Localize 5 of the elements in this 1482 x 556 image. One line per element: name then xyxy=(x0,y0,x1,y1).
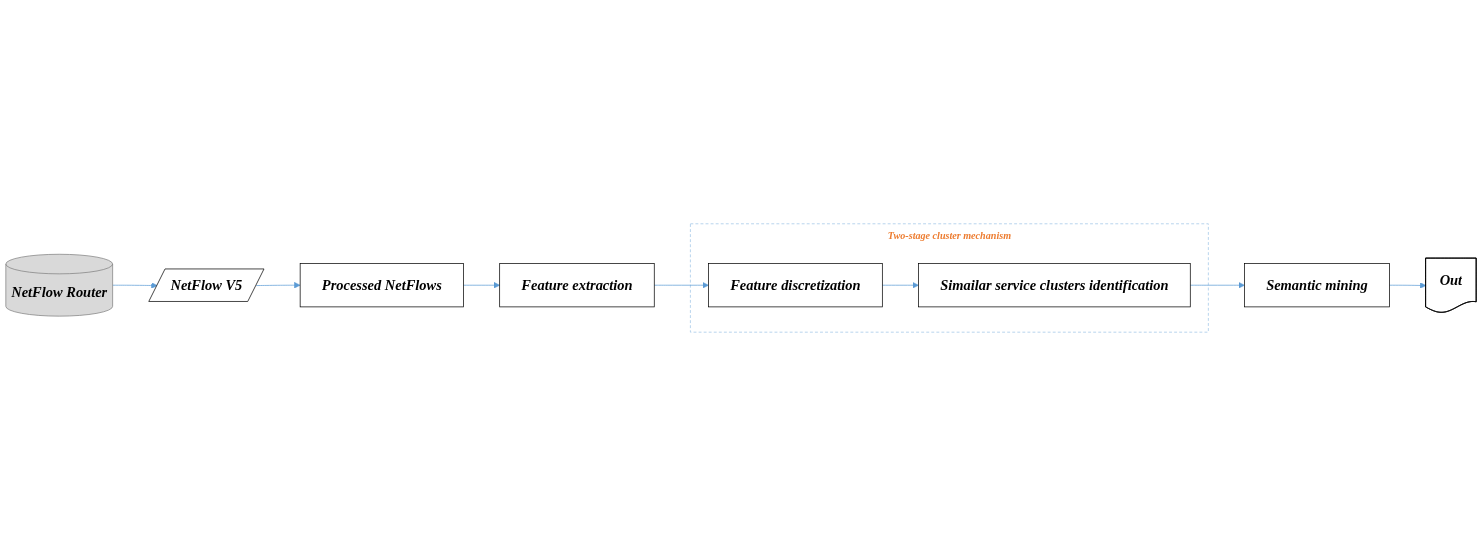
node-box: Semantic mining xyxy=(1244,263,1390,308)
node-box: Feature extraction xyxy=(499,263,655,308)
node-box: Simailar service clusters identification xyxy=(918,263,1191,308)
node-box: Processed NetFlows xyxy=(299,263,464,308)
node-box: Feature discretization xyxy=(708,263,883,308)
